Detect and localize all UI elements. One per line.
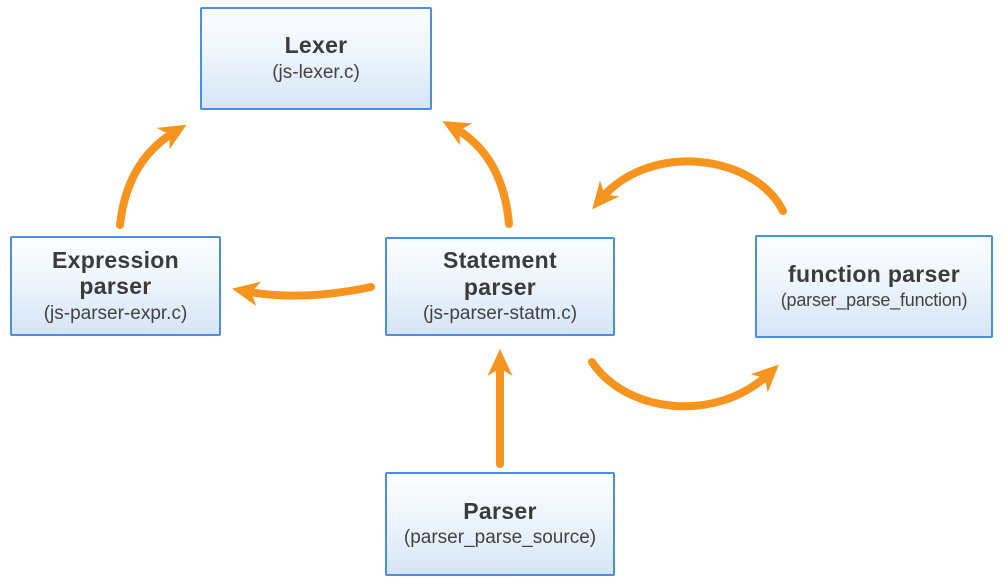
arrow-statement-to-lexer	[442, 121, 513, 228]
node-lexer: Lexer (js-lexer.c)	[200, 7, 432, 110]
node-statement-parser-subtitle: (js-parser-statm.c)	[422, 303, 578, 325]
node-lexer-subtitle: (js-lexer.c)	[272, 61, 360, 83]
node-statement-parser-title: Statement parser	[443, 247, 557, 300]
arrow-statement-to-function	[588, 358, 779, 411]
node-statement-parser: Statement parser (js-parser-statm.c)	[385, 237, 615, 336]
node-expression-parser-title: Expression parser	[52, 246, 179, 300]
node-function-parser: function parser (parser_parse_function)	[755, 235, 993, 338]
arrow-function-to-statement	[592, 157, 787, 215]
node-function-parser-title: function parser	[788, 261, 960, 288]
arrow-expression-to-lexer	[116, 124, 187, 229]
node-lexer-title: Lexer	[284, 32, 348, 59]
node-expression-parser-subtitle: (js-parser-expr.c)	[43, 302, 188, 324]
arrow-statement-to-expression	[231, 281, 375, 307]
node-parser: Parser (parser_parse_source)	[385, 472, 615, 576]
node-function-parser-subtitle: (parser_parse_function)	[780, 290, 968, 311]
node-expression-parser: Expression parser (js-parser-expr.c)	[10, 236, 221, 336]
node-parser-title: Parser	[463, 497, 537, 524]
node-parser-subtitle: (parser_parse_source)	[403, 527, 597, 549]
